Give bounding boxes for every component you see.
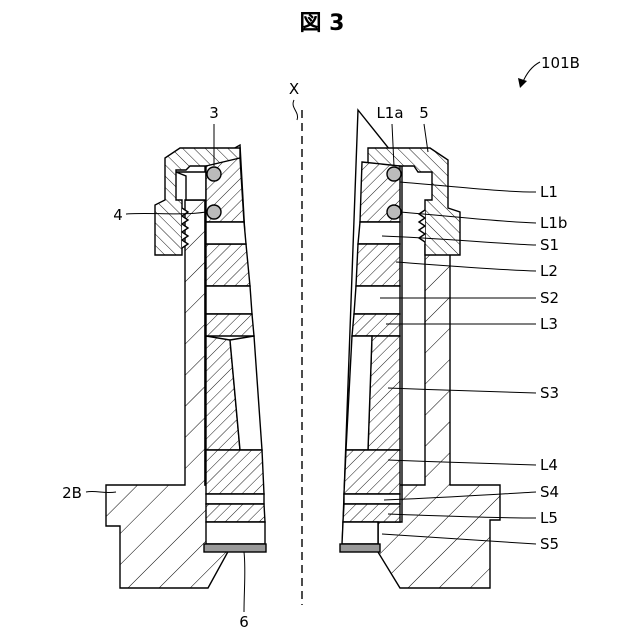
label-L2: L2 [540,262,558,280]
label-L1: L1 [540,183,558,201]
label-3: 3 [209,104,219,122]
right-thread [419,210,425,242]
right-spacer-s1 [358,222,400,244]
left-seal-ring-3 [207,167,221,181]
right-seal-ring-l1a [387,167,401,181]
left-lens-l2 [206,244,250,286]
leader-L2 [396,262,536,271]
right-spacer-s5 [342,522,378,544]
right-spacer-s2 [354,286,400,314]
left-lens-l5 [206,504,265,522]
left-spacer-s1 [206,222,246,244]
label-S1: S1 [540,236,559,254]
label-L1b: L1b [540,214,567,232]
axis-x-leader [293,100,298,120]
label-axis-x: X [289,80,299,98]
label-L5: L5 [540,509,558,527]
label-2b: 2B [62,484,82,502]
label-S5: S5 [540,535,559,553]
left-seal-ring-4 [207,205,221,219]
figure-title: 図 3 [300,11,345,36]
arrow-101b-head [518,78,527,88]
right-spacer-s4 [344,494,400,504]
label-5: 5 [419,104,429,122]
right-lens-l4 [344,450,400,494]
label-l1a: L1a [376,104,403,122]
label-S4: S4 [540,483,559,501]
right-lens-l2 [356,244,400,286]
label-L4: L4 [540,456,558,474]
label-101b: 101B [541,54,580,72]
leader-L1 [400,182,536,192]
left-spacer-s4 [206,494,264,504]
leader-6 [244,552,245,612]
right-seal-ring-l1b [387,205,401,219]
leader-L4 [388,460,536,465]
label-4: 4 [113,206,123,224]
leader-S3 [388,388,536,393]
right-lens-l5 [343,504,400,522]
left-spacer-s2 [206,286,252,314]
label-S3: S3 [540,384,559,402]
right-lens-l3 [352,314,400,336]
right-spacer-s3 [368,336,400,450]
right-base-plate [340,544,380,552]
left-spacer-s5 [206,522,265,544]
left-base-plate-6 [204,544,266,552]
left-lens-l3 [206,314,254,336]
label-L3: L3 [540,315,558,333]
left-lens-l4 [206,450,264,494]
left-cap-inner-rim [176,172,206,200]
label-6: 6 [239,613,249,631]
label-S2: S2 [540,289,559,307]
